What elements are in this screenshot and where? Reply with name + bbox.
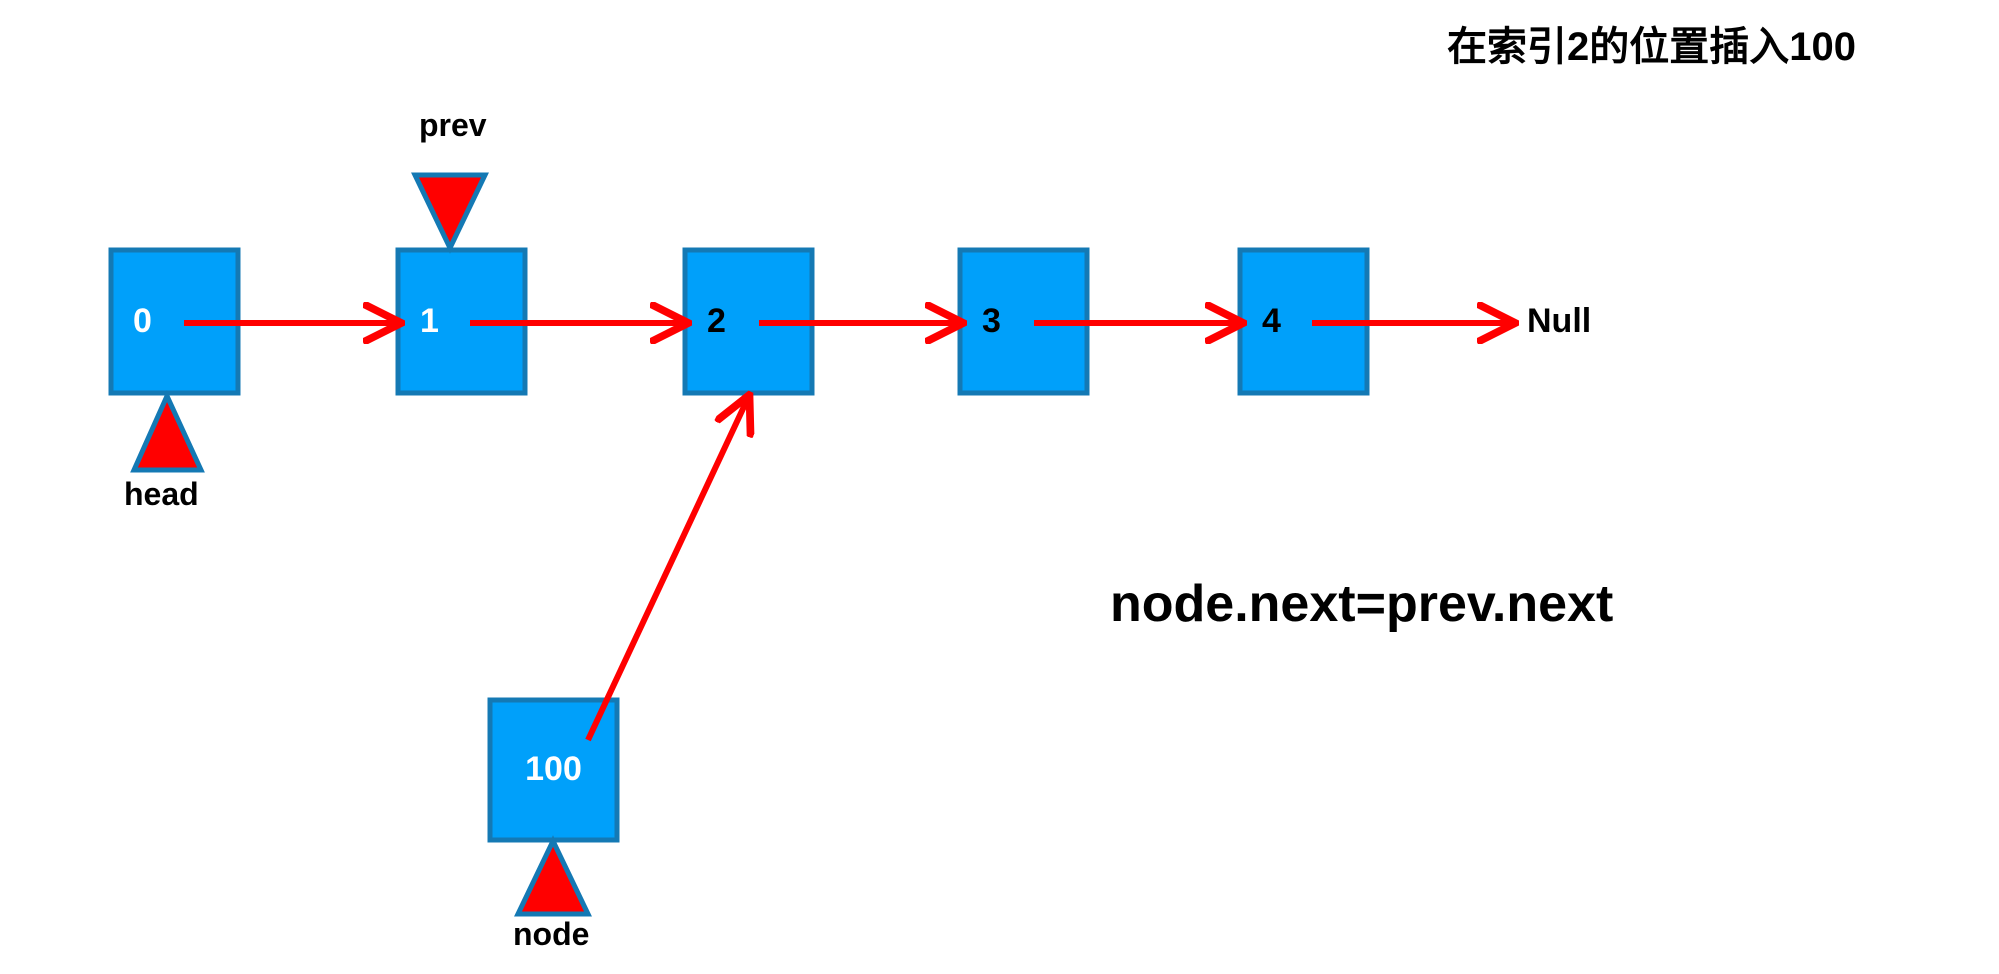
- list-node-value-1: 1: [420, 302, 439, 340]
- formula-annotation: node.next=prev.next: [1110, 575, 1614, 633]
- node-marker-triangle: [514, 835, 592, 917]
- list-node-value-3: 3: [982, 302, 1001, 340]
- arrow-link-node-to-2: [585, 398, 748, 742]
- page-title: 在索引2的位置插入100: [1447, 25, 1856, 69]
- list-node-value-2: 2: [707, 302, 726, 340]
- head-marker-triangle: [130, 389, 205, 473]
- prev-marker-triangle: [411, 172, 489, 254]
- new-node-value: 100: [525, 750, 582, 788]
- prev-marker-label: prev: [419, 107, 487, 143]
- node-marker-label: node: [513, 916, 590, 952]
- null-terminator-label: Null: [1527, 302, 1592, 340]
- list-node-value-0: 0: [133, 302, 152, 340]
- head-marker-label: head: [124, 476, 199, 512]
- list-node-value-4: 4: [1262, 302, 1281, 340]
